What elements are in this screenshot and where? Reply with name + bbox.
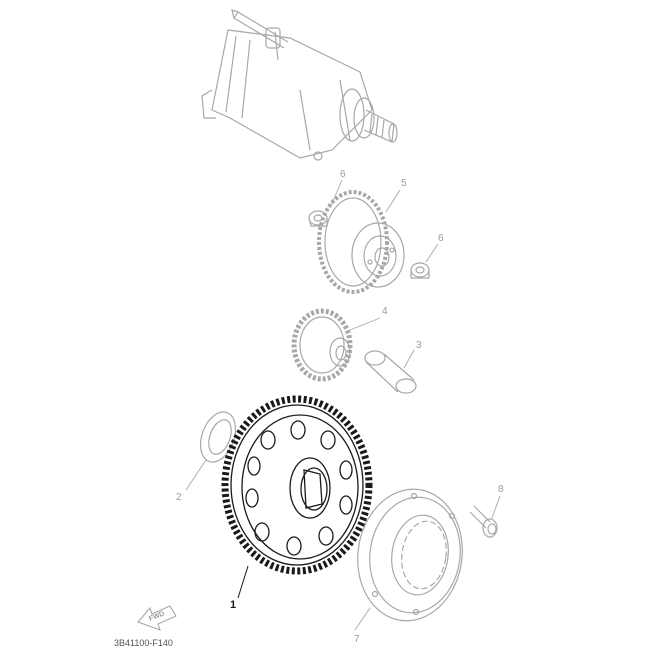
fwd-label: FWD — [148, 610, 165, 622]
drawing-code: 3B41100-F140 — [114, 638, 173, 648]
callout-4: 4 — [382, 306, 388, 317]
callout-3: 3 — [416, 340, 422, 351]
leader-line-part-1 — [237, 565, 249, 599]
starter-motor — [201, 9, 398, 161]
bushing-lower — [410, 262, 430, 279]
fwd-direction-arrow: FWD — [137, 605, 177, 631]
starter-wheel-gear — [221, 395, 373, 575]
gear-shaft — [364, 350, 417, 394]
callout-2: 2 — [176, 492, 182, 503]
callout-6-upper: 6 — [340, 169, 346, 180]
leader-lines — [185, 179, 501, 631]
idler-gear-assembly — [317, 190, 405, 294]
clutch-bolt — [469, 505, 498, 538]
callout-7: 7 — [354, 634, 360, 645]
callout-1: 1 — [230, 599, 236, 611]
reduction-gear — [291, 308, 353, 382]
one-way-clutch — [357, 488, 463, 622]
callout-8: 8 — [498, 484, 504, 495]
bushing-upper — [308, 210, 328, 227]
callout-6-lower: 6 — [438, 233, 444, 244]
callout-5: 5 — [401, 178, 407, 189]
